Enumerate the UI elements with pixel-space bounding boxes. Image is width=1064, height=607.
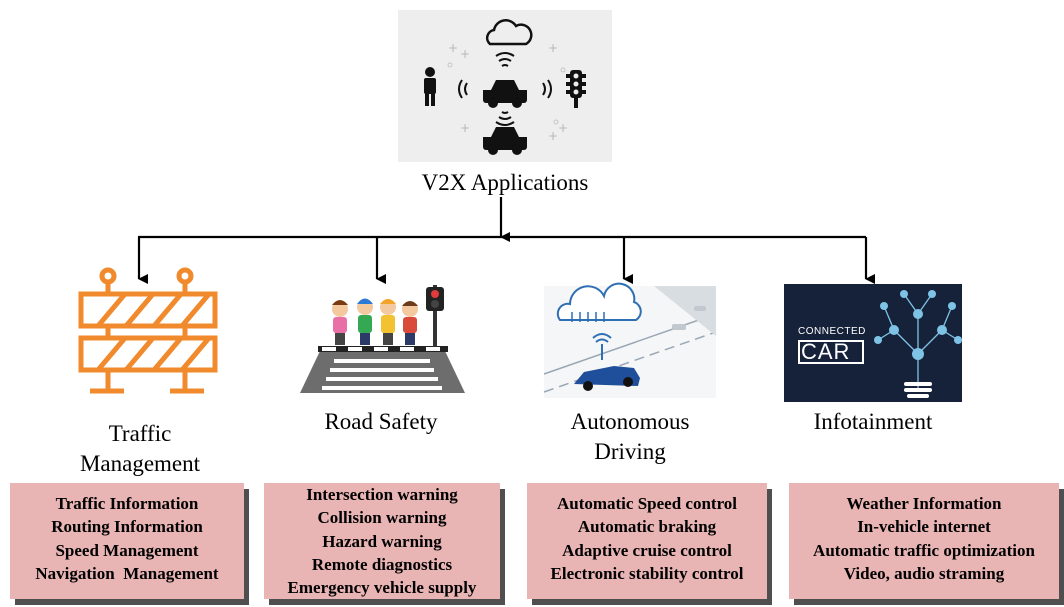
svg-text:+: + — [548, 129, 558, 143]
list-item: Collision warning — [317, 508, 447, 528]
list-item: Hazard warning — [322, 531, 442, 551]
root-label: V2X Applications — [421, 170, 589, 195]
list-item: Automatic traffic optimization — [813, 540, 1035, 560]
list-item: Intersection warning — [306, 485, 458, 504]
v2x-illustration: +++ +++ — [398, 10, 612, 162]
card-traffic-management: Traffic Information Routing Information … — [10, 483, 244, 599]
list-item: Routing Information — [51, 517, 203, 537]
list-item: Adaptive cruise control — [562, 540, 732, 560]
list-item: Traffic Information — [55, 494, 199, 513]
car-icon — [483, 80, 527, 108]
card-road-safety: Intersection warning Collision warning H… — [264, 483, 500, 599]
category-title-infotainment: Infotainment — [813, 409, 933, 434]
svg-text:+: + — [460, 47, 470, 61]
list-item: Automatic Speed control — [556, 494, 738, 513]
list-item: In-vehicle internet — [857, 517, 991, 537]
traffic-light-icon — [566, 70, 586, 108]
list-item: Emergency vehicle supply — [287, 578, 477, 598]
category-title-autonomous-driving: Autonomous Driving — [570, 409, 690, 464]
connected-car-cloud-icon — [543, 282, 717, 398]
list-item: Weather Information — [846, 494, 1002, 513]
category-title-road-safety: Road Safety — [324, 409, 438, 434]
list-item: Electronic stability control — [550, 563, 744, 583]
pedestrian-icon — [424, 67, 436, 106]
road-barrier-icon — [78, 267, 218, 397]
card-autonomous-driving: Automatic Speed control Automatic brakin… — [527, 483, 767, 599]
list-item: Speed Management — [55, 540, 199, 560]
svg-text:+: + — [548, 41, 558, 55]
list-item: Video, audio straming — [843, 563, 1005, 583]
crosswalk-children-icon — [300, 283, 465, 395]
category-title-traffic-management: Traffic Management — [79, 421, 201, 476]
card-infotainment: Weather Information In-vehicle internet … — [789, 483, 1059, 599]
connected-label: CONNECTED — [798, 326, 866, 337]
list-item: Automatic braking — [577, 517, 717, 537]
car-label — [798, 340, 864, 364]
car-label-text: CAR — [801, 339, 851, 364]
svg-text:+: + — [460, 121, 470, 135]
list-item: Remote diagnostics — [311, 554, 453, 574]
svg-text:+: + — [448, 41, 458, 55]
list-item: Navigation Management — [35, 563, 219, 583]
cloud-icon — [485, 19, 533, 46]
connected-car-bulb-icon: CONNECTED CAR — [784, 284, 962, 402]
svg-text:+: + — [558, 121, 568, 135]
